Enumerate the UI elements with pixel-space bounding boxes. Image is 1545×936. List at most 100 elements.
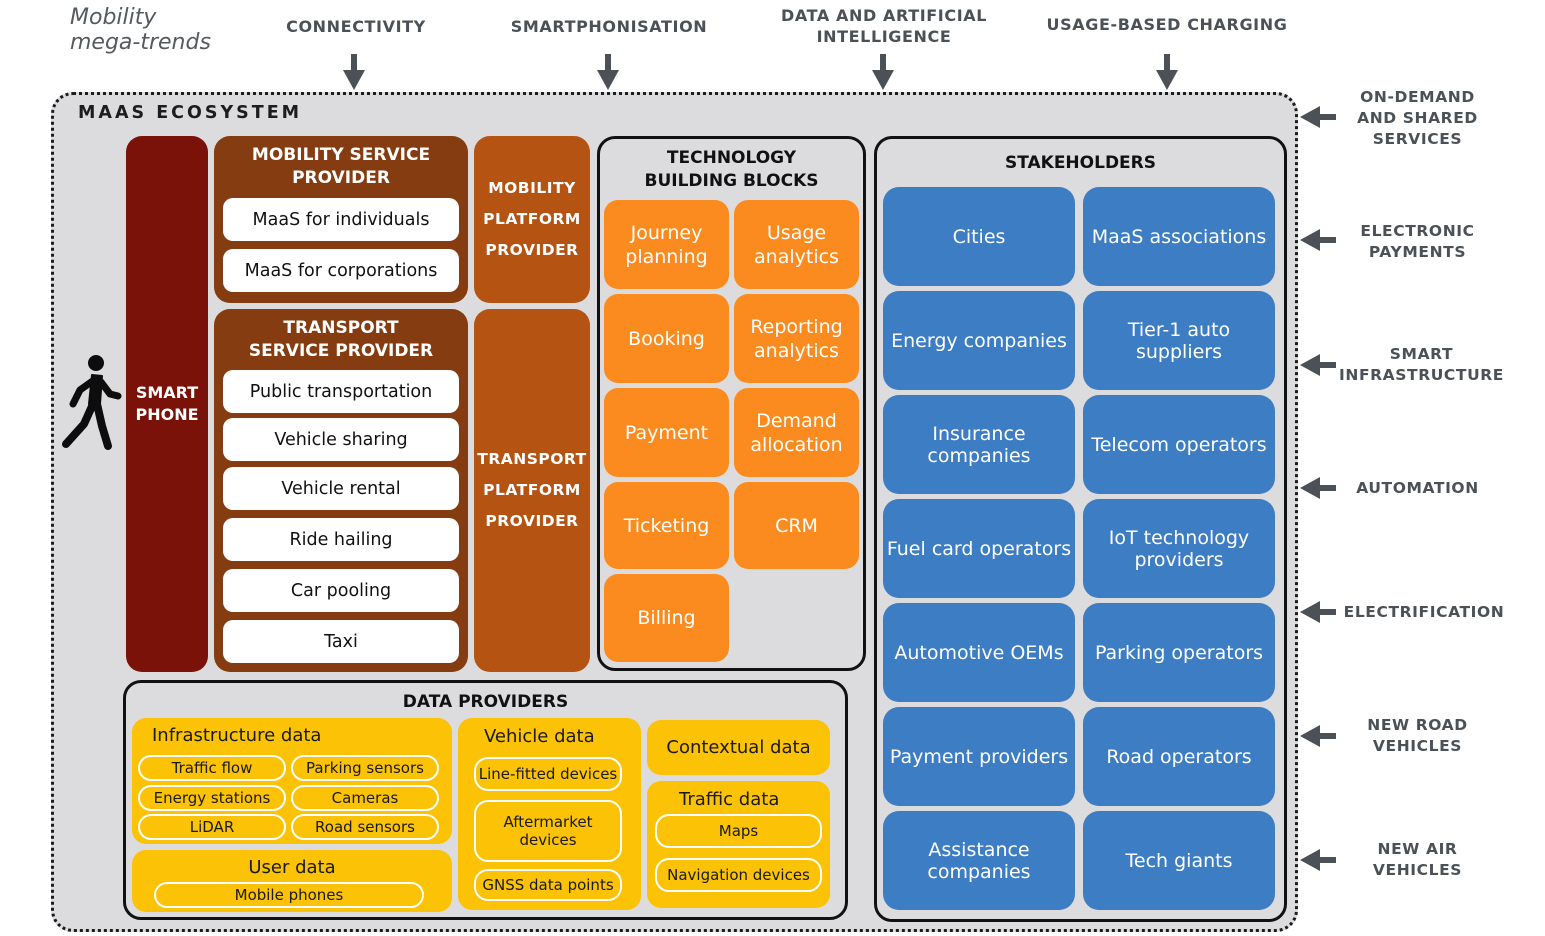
trend-label: VEHICLES	[1372, 737, 1463, 755]
vehicle-item-label: Line-fitted devices	[478, 765, 618, 783]
trend-label: ON-DEMAND	[1360, 87, 1475, 106]
stakeholder-label: suppliers	[1135, 340, 1223, 363]
trend-label: PAYMENTS	[1368, 243, 1467, 261]
stakeholder-label: Telecom operators	[1091, 433, 1267, 456]
trend-electrification: ELECTRIFICATION	[1334, 601, 1514, 623]
tsp-item: Taxi	[223, 620, 459, 663]
stakeholder-iot-providers: IoT technology providers	[1083, 499, 1275, 598]
stakeholder-automotive-oems: Automotive OEMs	[883, 603, 1075, 702]
tsp-item: Vehicle rental	[223, 467, 459, 510]
technology-building-blocks: TECHNOLOGY BUILDING BLOCKS	[597, 136, 866, 671]
msp-item: MaaS for corporations	[223, 249, 459, 292]
stakeholder-maas-associations: MaaS associations	[1083, 187, 1275, 286]
tech-block-label: analytics	[754, 245, 839, 268]
trend-connectivity: CONNECTIVITY	[256, 15, 456, 37]
tech-block-label: Booking	[628, 327, 705, 350]
platform-label: MOBILITY	[488, 179, 576, 197]
top-arrows	[343, 54, 1178, 90]
user-item: Mobile phones	[154, 882, 424, 908]
mobility-platform-provider: MOBILITY PLATFORM PROVIDER	[474, 136, 590, 303]
megatrends-title: Mobility mega-trends	[70, 5, 211, 55]
arrow-left-icon	[1300, 849, 1336, 871]
stakeholder-label: Cities	[952, 225, 1006, 248]
tech-block-label: Usage	[766, 221, 827, 244]
contextual-data: Contextual data	[647, 720, 830, 775]
tsp-item: Vehicle sharing	[223, 418, 459, 461]
smartphone-column: SMART PHONE	[126, 136, 208, 672]
vehicle-item: GNSS data points	[474, 869, 622, 901]
infra-item: Parking sensors	[291, 755, 439, 781]
provider-title-line: PROVIDER	[292, 168, 390, 188]
technology-title: TECHNOLOGY BUILDING BLOCKS	[600, 147, 863, 193]
stakeholder-label: Tier-1 auto	[1127, 318, 1231, 341]
stakeholder-road-operators: Road operators	[1083, 707, 1275, 806]
trend-label: AUTOMATION	[1356, 478, 1479, 497]
stakeholder-cities: Cities	[883, 187, 1075, 286]
stakeholder-label: Assistance	[928, 838, 1030, 861]
tech-block-booking: Booking	[604, 294, 729, 383]
smartphone-label: PHONE	[135, 405, 199, 424]
infra-item: Cameras	[291, 785, 439, 811]
trend-label: CONNECTIVITY	[286, 16, 426, 36]
arrow-left-icon	[1300, 601, 1336, 623]
vehicle-item-label: Aftermarket	[503, 813, 593, 831]
stakeholders-panel: STAKEHOLDERS	[874, 136, 1287, 922]
stakeholders-title: STAKEHOLDERS	[1004, 153, 1157, 173]
arrow-left-icon	[1300, 229, 1336, 251]
tech-block-journey-planning: Journey planning	[604, 200, 729, 289]
trend-label: USAGE-BASED CHARGING	[1046, 14, 1288, 34]
tech-block-label: Ticketing	[623, 514, 710, 537]
platform-label: PLATFORM	[483, 210, 581, 228]
arrow-down-icon	[343, 54, 365, 90]
infra-item: Road sensors	[291, 814, 439, 840]
trend-label: AND SHARED	[1357, 108, 1478, 127]
user-data: User data Mobile phones	[132, 850, 452, 912]
stakeholder-label: MaaS associations	[1091, 225, 1267, 248]
platform-label: PLATFORM	[483, 481, 581, 499]
user-data-title: User data	[248, 857, 336, 878]
tech-block-usage-analytics: Usage analytics	[734, 200, 859, 289]
stakeholder-parking-operators: Parking operators	[1083, 603, 1275, 702]
arrow-left-icon	[1300, 106, 1336, 128]
trend-usage-based-charging: USAGE-BASED CHARGING	[1036, 13, 1298, 35]
provider-title-line: MOBILITY SERVICE	[251, 145, 431, 165]
tech-block-billing: Billing	[604, 574, 729, 662]
stakeholder-tech-giants: Tech giants	[1083, 811, 1275, 910]
tsp-item: Car pooling	[223, 569, 459, 612]
traffic-item: Navigation devices	[655, 858, 822, 892]
vehicle-item-label: GNSS data points	[482, 876, 614, 894]
tech-block-label: CRM	[775, 514, 818, 537]
trend-label: INTELLIGENCE	[816, 27, 952, 46]
platform-label: TRANSPORT	[477, 450, 587, 468]
trend-label: SMARTPHONISATION	[510, 16, 708, 36]
mobility-service-provider: MOBILITY SERVICE PROVIDER MaaS for indiv…	[214, 136, 468, 303]
traffic-data-title: Traffic data	[679, 789, 780, 810]
infrastructure-data: Infrastructure data Traffic flow Parking…	[132, 718, 452, 844]
tech-block-label: Journey	[630, 221, 703, 244]
side-arrows	[1300, 106, 1336, 871]
stakeholder-payment-providers: Payment providers	[883, 707, 1075, 806]
tech-block-label: allocation	[750, 433, 843, 456]
stakeholder-label: IoT technology	[1108, 526, 1250, 549]
stakeholder-label: Payment providers	[889, 745, 1069, 768]
trend-label: SMART	[1389, 345, 1454, 363]
arrow-left-icon	[1300, 354, 1336, 376]
infrastructure-data-title: Infrastructure data	[152, 725, 322, 746]
arrow-down-icon	[872, 54, 894, 90]
transport-service-provider: TRANSPORT SERVICE PROVIDER Public transp…	[214, 309, 468, 672]
megatrends-title-line2: mega-trends	[70, 30, 211, 55]
trend-label: SERVICES	[1372, 129, 1463, 148]
vehicle-item-label: devices	[519, 831, 577, 849]
trend-label: ELECTRONIC	[1360, 222, 1475, 240]
stakeholder-insurance-companies: Insurance companies	[883, 395, 1075, 494]
stakeholder-label: providers	[1134, 548, 1224, 571]
infra-item: Energy stations	[138, 785, 286, 811]
stakeholder-label: companies	[927, 444, 1031, 467]
msp-item: MaaS for individuals	[223, 198, 459, 241]
data-providers-panel: DATA PROVIDERS	[123, 680, 848, 920]
tech-block-label: Payment	[624, 421, 709, 444]
pedestrian-icon	[62, 355, 122, 450]
trend-smart-infrastructure: SMART INFRASTRUCTURE	[1334, 343, 1509, 387]
stakeholder-telecom-operators: Telecom operators	[1083, 395, 1275, 494]
trend-data-ai: DATA AND ARTIFICIAL INTELLIGENCE	[764, 4, 1004, 48]
